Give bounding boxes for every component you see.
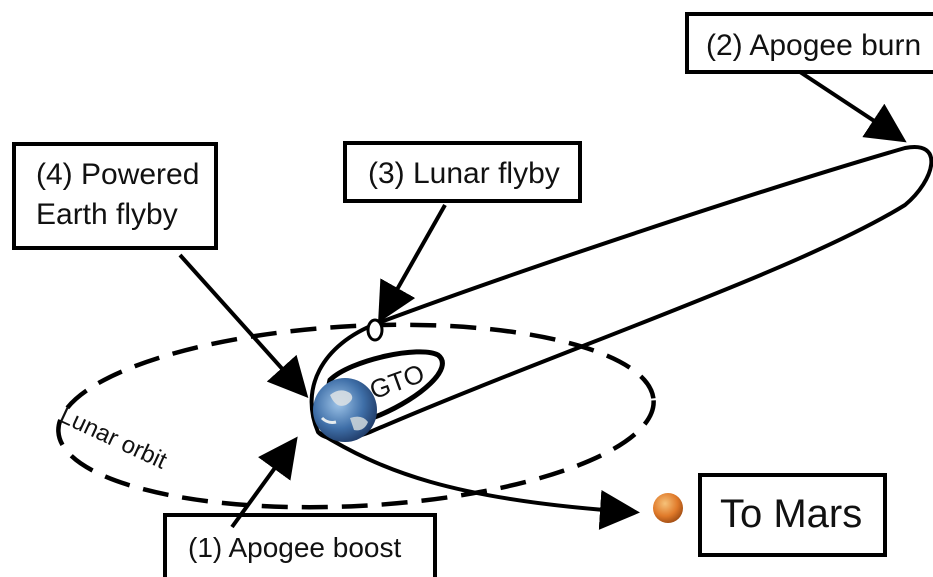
- mars-departure-path: [316, 430, 640, 530]
- powered-earth-flyby-arrow: [178, 253, 309, 398]
- apogee-burn-arrow: [798, 70, 907, 143]
- mars-planet-icon: [653, 493, 683, 523]
- lunar-flyby-label: (3) Lunar flyby: [368, 157, 560, 190]
- to-mars-label: To Mars: [720, 492, 862, 536]
- lunar-orbit-label: Lunar orbit: [55, 402, 171, 475]
- apogee-boost-callout: (1) Apogee boost: [163, 513, 437, 577]
- powered-earth-flyby-label-line1: (4) Powered: [36, 158, 199, 191]
- moon-marker-icon: [366, 318, 384, 342]
- apogee-boost-arrow: [230, 436, 298, 529]
- apogee-burn-callout: (2) Apogee burn: [685, 12, 933, 74]
- lunar-orbit-path: [56, 322, 656, 510]
- apogee-boost-label: (1) Apogee boost: [188, 532, 401, 563]
- powered-earth-flyby-callout: (4) Powered Earth flyby: [12, 142, 218, 250]
- powered-earth-flyby-label-line2: Earth flyby: [36, 198, 178, 231]
- apogee-burn-label: (2) Apogee burn: [706, 29, 921, 62]
- gto-label: GTO: [366, 358, 429, 405]
- lunar-flyby-arrow: [378, 204, 447, 323]
- lunar-flyby-callout: (3) Lunar flyby: [343, 141, 582, 203]
- earth-globe-icon: [313, 378, 377, 442]
- to-mars-callout: To Mars: [698, 473, 887, 557]
